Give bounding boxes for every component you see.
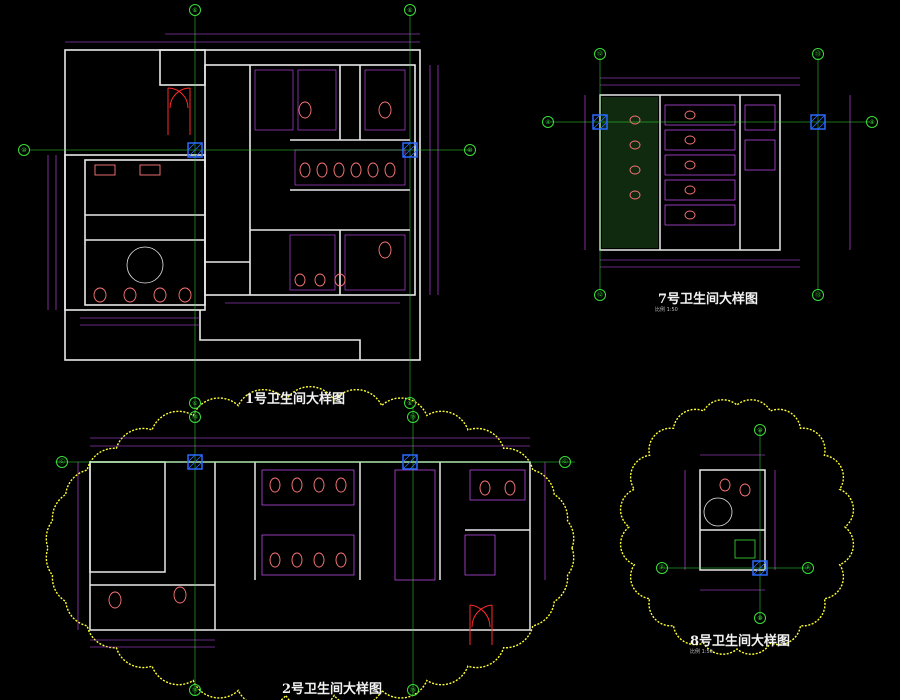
plan-2-axis-lines (55, 405, 575, 695)
plan-2-walls (89, 461, 531, 631)
plan-2-axis-marker: Ⓖ (559, 456, 571, 468)
column-hatch (592, 114, 608, 130)
plan-1-axis-marker: ⑥ (404, 4, 416, 16)
plan-7-axis-lines (550, 58, 870, 290)
plan-7-dimensions (584, 77, 851, 268)
plan-1-doors (167, 87, 191, 135)
plan-8-subtitle: 比例 1:50 (690, 649, 713, 655)
column-hatch (187, 454, 203, 470)
plan-2-stalls (261, 469, 526, 581)
plan-8-circle-fixture (703, 497, 756, 559)
plan-2-fixtures (108, 477, 516, 609)
plan-1-axis-marker: ⑩ (464, 144, 476, 156)
plan-7-axis-marker: ⑬ (812, 289, 824, 301)
column-hatch (752, 560, 768, 576)
plan-1-stalls (254, 69, 406, 291)
plan-1-axis-marker: ⑥ (404, 397, 416, 409)
plan-8-walls (699, 469, 766, 571)
revision-cloud (45, 385, 575, 700)
plan-8-axis-marker: Ⓟ (802, 562, 814, 574)
plan-1-circle-fixture (126, 246, 164, 284)
plan-2-axis-marker: ⑭ (189, 684, 201, 696)
revision-cloud (619, 399, 855, 655)
plan-2-axis-marker: Ⓖ (56, 456, 68, 468)
plan-7-axis-marker: ⑫ (594, 289, 606, 301)
plan-7-stalls (664, 104, 776, 226)
plan-7-axis-marker: ④ (866, 116, 878, 128)
column-hatch (402, 142, 418, 158)
column-hatch (187, 142, 203, 158)
plan-2-title: 2号卫生间大样图 (282, 682, 383, 697)
plan-7-axis-marker: ⑬ (812, 48, 824, 60)
plan-7-title: 7号卫生间大样图 (658, 292, 759, 307)
plan-1-dimensions (47, 33, 439, 326)
plan-2-doors (469, 604, 493, 645)
plan-1-axis-marker: ⑥ (189, 4, 201, 16)
plan-1-title: 1号卫生间大样图 (245, 392, 346, 407)
column-hatch (810, 114, 826, 130)
plan-1-axis-marker: ⑩ (18, 144, 30, 156)
plan-2-axis-marker: ⑮ (407, 411, 419, 423)
plan-8-fixtures (719, 478, 751, 497)
plan-7-axis-marker: ⑫ (594, 48, 606, 60)
plan-8-dimensions (684, 454, 776, 591)
plan-1-walls (64, 49, 421, 361)
plan-8-axis-lines (660, 430, 810, 620)
plan-2-dimensions (77, 437, 546, 648)
plan-2-axis-marker: ⑮ (407, 684, 419, 696)
plan-8-axis-marker: Ⓟ (656, 562, 668, 574)
plan-1-axis-lines (30, 15, 470, 400)
plan-1-fixtures (93, 101, 396, 303)
plan-8-title: 8号卫生间大样图 (690, 634, 791, 649)
plan-7-fixtures (629, 110, 696, 220)
plan-1-axis-marker: ⑥ (189, 397, 201, 409)
revision-clouds (45, 385, 855, 700)
plan-8-axis-marker: ⑩ (754, 424, 766, 436)
column-hatch (402, 454, 418, 470)
plan-7-subtitle: 比例 1:50 (655, 307, 678, 313)
plan-8-axis-marker: ⑩ (754, 612, 766, 624)
structural-columns (187, 114, 826, 576)
plan-2-axis-marker: ⑭ (189, 411, 201, 423)
plan-7-axis-marker: ④ (542, 116, 554, 128)
